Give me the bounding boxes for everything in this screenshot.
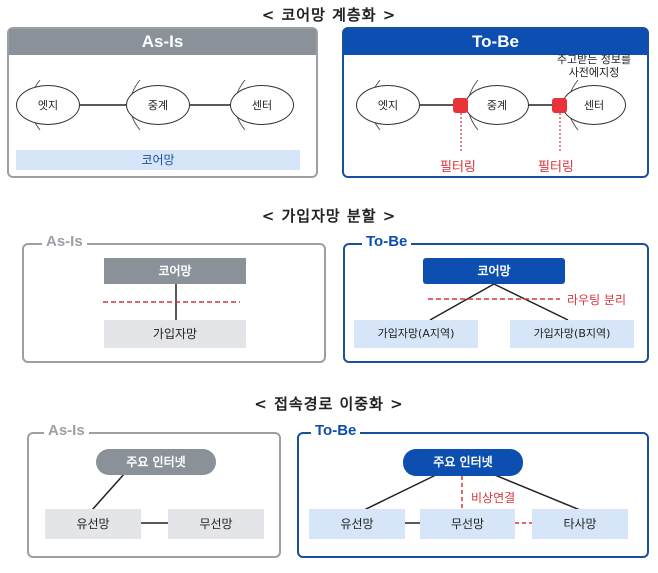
section1-title: < 코어망 계층화 > xyxy=(261,6,397,24)
tobe-core-box: 코어망 xyxy=(423,258,565,284)
routing-split-label: 라우팅 분리 xyxy=(567,293,627,307)
asis-node-center: 센터 xyxy=(230,85,294,125)
asis-node-relay: 중계 xyxy=(126,85,190,125)
tobe-internet-pill: 주요 인터넷 xyxy=(403,449,523,476)
tobe-node-edge: 엣지 xyxy=(356,85,420,125)
asis-node-edge: 엣지 xyxy=(16,85,80,125)
filter-square-2 xyxy=(552,98,567,113)
tobe-dual-label: To-Be xyxy=(311,422,361,439)
asis-internet-pill: 주요 인터넷 xyxy=(96,449,216,475)
asis-wired-box: 유선망 xyxy=(45,509,141,539)
tobe-node-relay: 중계 xyxy=(465,85,529,125)
asis-core-box: 코어망 xyxy=(104,258,246,284)
tobe-other-network-box: 타사망 xyxy=(532,509,628,539)
filter-square-1 xyxy=(453,98,468,113)
emergency-link-label: 비상연결 xyxy=(471,491,516,505)
tobe-note: 주고받는 정보를 사전에지정 xyxy=(556,53,632,79)
asis-subscriber-box: 가입자망 xyxy=(104,320,246,348)
asis-split-label: As-Is xyxy=(42,233,87,250)
tobe-wireless-box: 무선망 xyxy=(420,509,515,539)
section3-title: < 접속경로 이중화 > xyxy=(254,395,404,413)
tobe-subscriber-a: 가입자망(A지역) xyxy=(354,320,478,348)
asis-dual-label: As-Is xyxy=(44,422,89,439)
asis-layering-header: As-Is xyxy=(9,29,316,55)
tobe-node-center: 센터 xyxy=(562,85,626,125)
asis-core-bar: 코어망 xyxy=(16,150,300,170)
tobe-subscriber-b: 가입자망(B지역) xyxy=(510,320,634,348)
tobe-split-label: To-Be xyxy=(362,233,412,250)
tobe-wired-box: 유선망 xyxy=(309,509,405,539)
asis-wireless-box: 무선망 xyxy=(168,509,264,539)
filter-label-1: 필터링 xyxy=(440,160,476,175)
section2-title: < 가입자망 분할 > xyxy=(261,207,397,225)
tobe-layering-header: To-Be xyxy=(344,29,647,55)
filter-label-2: 필터링 xyxy=(538,160,574,175)
